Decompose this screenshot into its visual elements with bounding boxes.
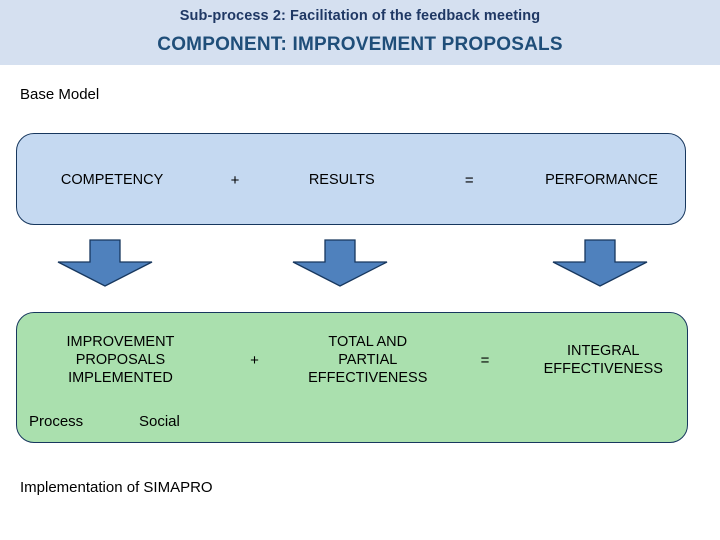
tag-process: Process [29, 413, 84, 430]
down-arrow-icon [552, 239, 648, 287]
implemented-operator-equals: = [480, 351, 490, 369]
base-model-equation: COMPETENCY + RESULTS = PERFORMANCE [17, 167, 685, 193]
implemented-model-tags: Process Social [29, 413, 249, 430]
implemented-model-equation: IMPROVEMENT PROPOSALS IMPLEMENTED + TOTA… [17, 327, 687, 393]
base-model-operator-plus: + [230, 171, 240, 189]
base-model-term-performance: PERFORMANCE [545, 172, 658, 188]
footer-caption: Implementation of SIMAPRO [20, 479, 213, 496]
base-model-box: COMPETENCY + RESULTS = PERFORMANCE [16, 133, 686, 225]
header-subtitle: Sub-process 2: Facilitation of the feedb… [179, 8, 541, 24]
down-arrow-icon [292, 239, 388, 287]
down-arrow-icon [57, 239, 153, 287]
implemented-operator-plus: + [250, 351, 259, 369]
tag-social: Social [139, 413, 180, 430]
implemented-term-integral-effectiveness: INTEGRAL EFFECTIVENESS [543, 343, 663, 377]
page-title: COMPONENT: IMPROVEMENT PROPOSALS [157, 34, 563, 55]
implemented-term-improvement-proposals: IMPROVEMENT PROPOSALS IMPLEMENTED [66, 334, 175, 386]
implemented-term-total-partial-effectiveness: TOTAL AND PARTIAL EFFECTIVENESS [308, 334, 428, 386]
base-model-term-competency: COMPETENCY [60, 172, 164, 188]
base-model-term-results: RESULTS [308, 172, 375, 188]
header-band: Sub-process 2: Facilitation of the feedb… [0, 0, 720, 65]
implemented-model-box: IMPROVEMENT PROPOSALS IMPLEMENTED + TOTA… [16, 312, 688, 443]
base-model-caption: Base Model [20, 86, 100, 103]
base-model-operator-equals: = [464, 171, 474, 189]
